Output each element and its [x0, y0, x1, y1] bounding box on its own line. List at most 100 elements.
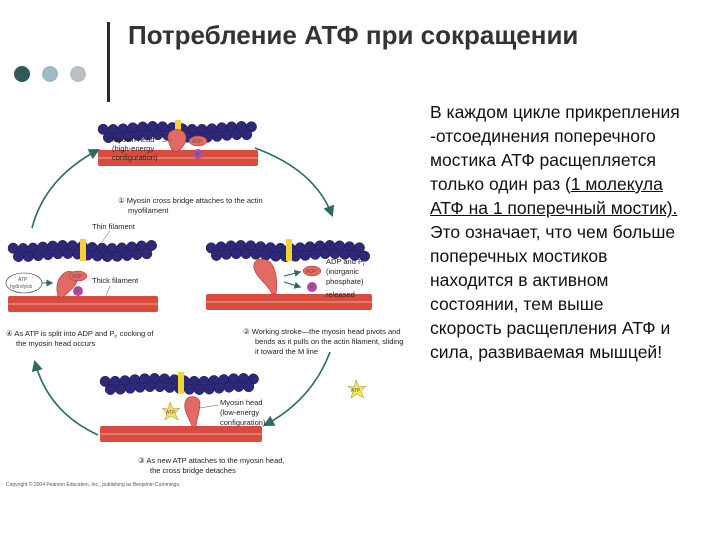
- atp-star-label: ATP: [351, 388, 361, 394]
- actin-bead: [359, 250, 371, 262]
- binding-site-marker: [286, 239, 292, 261]
- release-label: phosphate): [326, 277, 364, 286]
- actin-bead: [230, 248, 242, 260]
- adp-molecule: [68, 270, 88, 282]
- actin-bead: [52, 248, 64, 260]
- slide-body: В каждом цикле прикрепления -отсоединени…: [430, 100, 720, 364]
- pi-label: P: [196, 152, 200, 158]
- body-line: -отсоединения поперечного: [430, 126, 656, 146]
- panel-detachment: ATP Myosin head (low-energy configuratio…: [99, 372, 367, 475]
- actin-bead: [210, 249, 222, 261]
- actin-bead: [111, 250, 123, 262]
- step-caption: bends as it pulls on the actin filament,…: [255, 337, 403, 346]
- decor-dot-2: [42, 66, 58, 82]
- adp-label: ADP: [192, 139, 203, 145]
- release-label: (inorganic: [326, 267, 359, 276]
- actin-bead: [183, 383, 195, 395]
- head-label: (low-energy: [220, 408, 259, 417]
- body-line: АТФ на 1 поперечный мостик).: [430, 198, 678, 218]
- actin-bead: [146, 240, 157, 251]
- release-arrow: [283, 281, 302, 289]
- step-caption: myofilament: [128, 206, 169, 215]
- actin-bead: [154, 381, 166, 393]
- atp-label: ATP: [166, 410, 176, 416]
- cycle-arrow-bottom-left: [31, 359, 99, 436]
- body-line: В каждом цикле прикрепления: [430, 102, 680, 122]
- binding-site-marker: [80, 239, 86, 261]
- body-line: Это означает, что чем больше: [430, 222, 676, 242]
- actin-bead: [241, 129, 253, 141]
- actin-bead: [144, 381, 156, 393]
- head-label: Myosin head: [112, 135, 155, 144]
- actin-bead: [309, 248, 321, 260]
- actin-bead: [299, 249, 311, 261]
- atp-label: ATP: [18, 277, 28, 283]
- actin-bead: [231, 129, 243, 141]
- cycle-arrow-top-right: [254, 147, 335, 218]
- copyright-note: Copyright © 2004 Pearson Education, Inc.…: [6, 481, 180, 488]
- body-line-part: только один раз (: [430, 174, 571, 194]
- step-caption: ① Myosin cross bridge attaches to the ac…: [118, 196, 263, 205]
- title-divider: [107, 22, 110, 102]
- actin-bead: [221, 129, 233, 141]
- head-label-leader: [161, 139, 173, 143]
- body-line: скорость расщепления АТФ и: [430, 318, 671, 338]
- actin-bead: [164, 381, 176, 393]
- pi-label: P: [310, 285, 314, 291]
- actin-bead: [121, 250, 133, 261]
- decor-dot-1: [14, 66, 30, 82]
- binding-site-marker: [178, 372, 184, 394]
- release-label: released: [326, 290, 355, 299]
- adp-molecule: [188, 135, 208, 147]
- phosphate: [73, 286, 83, 296]
- cycle-arrow-left-top: [31, 148, 100, 229]
- adp-molecule: [302, 265, 322, 277]
- actin-bead: [223, 381, 235, 393]
- step-caption: ② Working stroke—the myosin head pivots …: [243, 327, 401, 336]
- head-label-leader: [199, 404, 219, 409]
- atp-hydrolysis-badge: [5, 272, 43, 294]
- actin-bead: [250, 248, 262, 260]
- actin-bead: [203, 383, 215, 395]
- adp-label: ADP: [72, 274, 83, 280]
- body-line: сила, развиваемая мышцей!: [430, 342, 663, 362]
- actin-filament: [99, 372, 259, 395]
- actin-bead: [12, 251, 24, 262]
- atp-star-incoming: [347, 379, 367, 399]
- myosin-head: [184, 396, 201, 429]
- panel-cocking: ADP P ATP hydrolysis Thin filament Thick…: [5, 222, 158, 348]
- actin-bead: [22, 250, 34, 262]
- head-label: configuration): [220, 418, 266, 427]
- body-line: поперечных мостиков: [430, 246, 608, 266]
- actin-bead: [240, 248, 252, 260]
- actin-bead: [270, 250, 282, 262]
- head-label: Myosin head: [220, 398, 263, 407]
- thick-filament-label: Thick filament: [92, 276, 139, 285]
- actin-bead: [193, 384, 205, 395]
- step-caption: the cross bridge detaches: [150, 466, 236, 475]
- body-line: мостика АТФ расщепляется: [430, 150, 657, 170]
- phosphate: [307, 282, 317, 292]
- actin-filament: [7, 239, 157, 262]
- actin-bead: [233, 381, 245, 392]
- panel-attachment: ADP P Myosin head (high-energy configura…: [97, 120, 263, 215]
- panel-working-stroke: ADP P ADP and Pi (inorganic phosphate) r…: [205, 239, 403, 356]
- actin-bead: [124, 382, 136, 394]
- step-caption: ③ As new ATP attaches to the myosin head…: [138, 456, 285, 465]
- pi-label: P: [76, 289, 80, 295]
- step-caption: it toward the M line: [255, 347, 318, 356]
- body-line: находится в активном: [430, 270, 609, 290]
- actin-bead: [141, 248, 153, 260]
- head-label: (high-energy: [112, 144, 154, 153]
- actin-bead: [101, 251, 113, 262]
- step-caption: the myosin head occurs: [16, 339, 95, 348]
- actin-filament: [97, 120, 257, 143]
- phosphate: [193, 149, 203, 159]
- actin-bead: [211, 130, 223, 142]
- actin-bead: [42, 249, 54, 261]
- actin-bead: [91, 250, 103, 262]
- myosin-head: [167, 129, 187, 153]
- body-line: состоянии, тем выше: [430, 294, 604, 314]
- actin-bead: [62, 248, 74, 259]
